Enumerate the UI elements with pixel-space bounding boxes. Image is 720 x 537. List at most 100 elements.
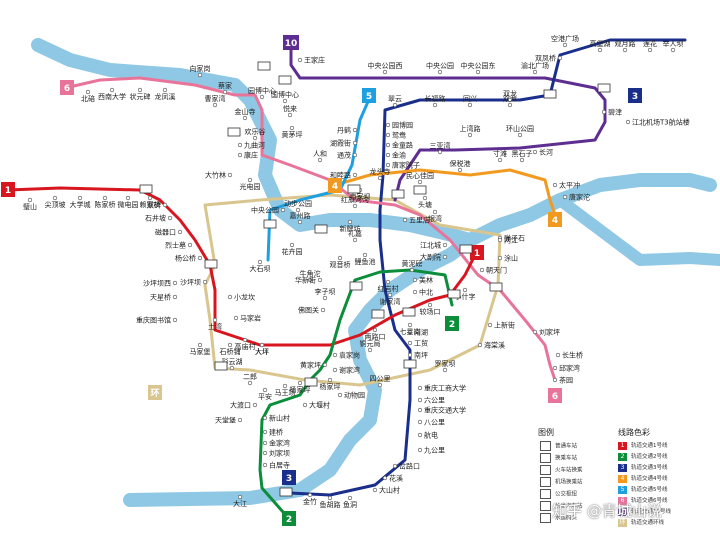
- station-dot[interactable]: [407, 340, 413, 346]
- station-dot[interactable]: [332, 367, 338, 373]
- station-label-s-meilin[interactable]: 美林: [419, 276, 433, 285]
- station-label-s-xiangjia[interactable]: 向家岗: [190, 64, 211, 73]
- station-dot[interactable]: [247, 177, 253, 183]
- station-label-s-guangdian[interactable]: 光电园: [240, 182, 261, 191]
- station-label-s-jianfang[interactable]: 尖顶坡: [45, 200, 66, 209]
- station-dot[interactable]: [322, 295, 328, 301]
- station-label-s-minxin[interactable]: 民心佳园: [406, 171, 434, 180]
- station-dot[interactable]: [297, 57, 303, 63]
- station-dot[interactable]: [172, 294, 178, 300]
- station-label-s-shijingpo[interactable]: 石井坡: [145, 214, 166, 223]
- station-label-s-guanyin[interactable]: 观音桥: [330, 260, 351, 269]
- station-label-s-fengxin[interactable]: 悦来: [283, 104, 297, 113]
- station-dot[interactable]: [417, 419, 423, 425]
- station-label-s-erlang[interactable]: 二郎: [243, 372, 257, 381]
- station-dot[interactable]: [322, 362, 328, 368]
- station-label-s-weiguo[interactable]: 微电园: [118, 200, 139, 209]
- station-label-s-yuanjiaogang[interactable]: 黑石子: [512, 150, 533, 158]
- station-label-s-daxuecheng[interactable]: 大学城: [70, 200, 91, 209]
- station-label-s-heshan[interactable]: 和睦路: [330, 171, 351, 180]
- station-label-s-jiaxin[interactable]: 双凤桥: [535, 54, 556, 63]
- station-dot[interactable]: [552, 182, 558, 188]
- station-label-s-chongqingjiaotong[interactable]: 重庆交通大学: [424, 406, 466, 415]
- station-label-s-airport[interactable]: 江北机场T3航站楼: [632, 118, 690, 127]
- station-dot[interactable]: [497, 255, 503, 261]
- station-dot[interactable]: [227, 172, 233, 178]
- station-dot[interactable]: [262, 387, 268, 393]
- station-label-s-yuanbo[interactable]: 园博园: [392, 121, 413, 130]
- station-label-s-zhongchuan[interactable]: 中央公园: [251, 206, 279, 215]
- station-dot[interactable]: [297, 219, 303, 225]
- station-dot[interactable]: [417, 179, 423, 185]
- station-dot[interactable]: [197, 72, 203, 78]
- station-dot[interactable]: [77, 195, 83, 201]
- station-dot[interactable]: [27, 197, 33, 203]
- station-dot[interactable]: [302, 402, 308, 408]
- station-label-s-lianlu[interactable]: 国博中心: [271, 90, 299, 99]
- station-dot[interactable]: [670, 47, 676, 53]
- station-label-s-chayuan[interactable]: 茶园: [559, 376, 573, 385]
- station-label-s-ranjiaba[interactable]: 冉家坝: [350, 192, 371, 201]
- station-label-s-caiyunhu[interactable]: 彩云湖: [222, 357, 243, 366]
- station-label-s-tanzi[interactable]: 涂山: [504, 254, 518, 263]
- station-dot[interactable]: [259, 342, 265, 348]
- station-dot[interactable]: [385, 142, 391, 148]
- station-label-s-liugongli[interactable]: 六公里: [424, 396, 445, 405]
- station-dot[interactable]: [432, 102, 438, 108]
- station-dot[interactable]: [412, 289, 418, 295]
- station-label-s-xinpaifang[interactable]: 新牌坊: [340, 224, 361, 233]
- station-dot[interactable]: [382, 475, 388, 481]
- station-dot[interactable]: [437, 149, 443, 155]
- station-label-s-jiuqu[interactable]: 九曲河: [244, 141, 265, 150]
- station-dot[interactable]: [427, 302, 433, 308]
- station-dot[interactable]: [197, 342, 203, 348]
- station-dot[interactable]: [257, 259, 263, 265]
- station-dot[interactable]: [252, 135, 258, 141]
- station-label-s-hedaibu[interactable]: 红岩村: [378, 284, 399, 293]
- station-dot[interactable]: [347, 495, 353, 501]
- station-dot[interactable]: [555, 352, 561, 358]
- station-label-s-xieziping[interactable]: 谢家湾: [380, 297, 401, 306]
- station-label-s-fotuguan[interactable]: 佛图关: [298, 306, 319, 315]
- station-dot[interactable]: [385, 152, 391, 158]
- station-label-s-bagongli[interactable]: 八公里: [424, 419, 445, 427]
- station-dot[interactable]: [109, 87, 115, 93]
- station-dot[interactable]: [352, 152, 358, 158]
- station-label-s-jiaochangkou[interactable]: 较场口: [420, 307, 441, 316]
- station-dot[interactable]: [467, 132, 473, 138]
- station-label-s-danzishi[interactable]: 丹鹤: [337, 126, 351, 135]
- station-dot[interactable]: [102, 195, 108, 201]
- station-label-s-gaomiao[interactable]: 高庙村: [235, 342, 256, 351]
- station-label-s-longtousi[interactable]: 龙头寺: [370, 167, 391, 176]
- station-dot[interactable]: [417, 432, 423, 438]
- station-label-s-nanping[interactable]: 南坪: [414, 351, 428, 360]
- station-dot[interactable]: [385, 279, 391, 285]
- station-label-s-tugongcheng[interactable]: 土湾: [208, 322, 222, 331]
- station-dot[interactable]: [125, 195, 131, 201]
- line3-badge-right[interactable]: 3: [628, 88, 642, 103]
- station-label-s-yuelaishe[interactable]: 五里店: [409, 216, 430, 225]
- station-dot[interactable]: [362, 252, 368, 258]
- station-dot[interactable]: [177, 229, 183, 235]
- station-label-s-caijia[interactable]: 蔡家: [218, 81, 232, 90]
- station-label-s-mawangchang[interactable]: 马王场: [275, 388, 296, 397]
- station-dot[interactable]: [392, 463, 398, 469]
- station-dot[interactable]: [262, 440, 268, 446]
- station-label-s-xiaolongkan[interactable]: 小龙坎: [234, 293, 255, 302]
- station-label-s-yangjiaping2[interactable]: 杨家坪: [320, 382, 341, 391]
- station-dot[interactable]: [332, 352, 338, 358]
- station-dot[interactable]: [352, 172, 358, 178]
- station-dot[interactable]: [507, 102, 513, 108]
- station-label-s-daishancun[interactable]: 大山村: [379, 486, 400, 495]
- station-label-s-beibei[interactable]: 北碚: [81, 94, 95, 103]
- station-dot[interactable]: [417, 385, 423, 391]
- line5-badge[interactable]: 5: [362, 88, 376, 103]
- station-label-s-tianxingqiao[interactable]: 天星桥: [150, 293, 171, 302]
- line10-badge[interactable]: 10: [283, 35, 299, 50]
- station-label-s-liyuan[interactable]: 礼嘉: [348, 229, 362, 238]
- station-label-s-huanle[interactable]: 欢乐谷: [245, 127, 266, 136]
- station-label-s-ciqikou[interactable]: 磁器口: [155, 228, 176, 237]
- station-label-s-pingan[interactable]: 平安: [258, 392, 272, 401]
- station-label-s-lianglukou[interactable]: 两路口: [365, 332, 386, 341]
- station-dot[interactable]: [557, 55, 563, 61]
